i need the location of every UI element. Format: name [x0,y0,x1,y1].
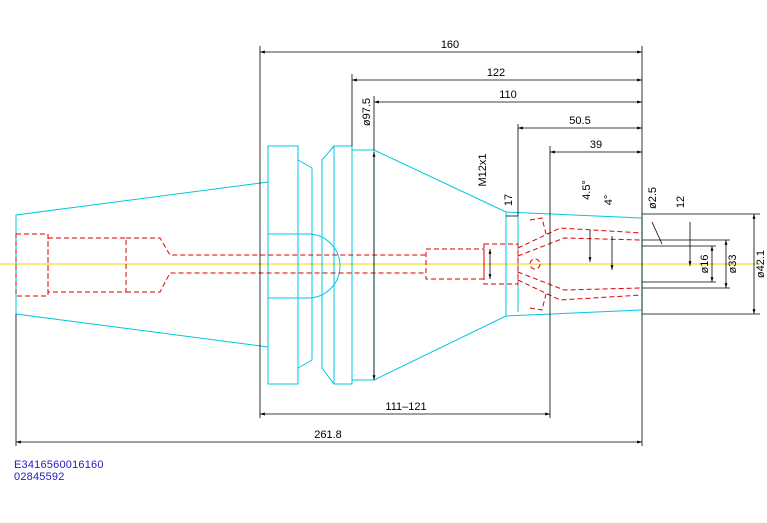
dim-16: ø16 [699,255,711,274]
flange-left [267,145,299,385]
collet-tip-lower [529,293,547,311]
dim-42-1: ø42.1 [755,250,767,278]
bore-step [47,237,127,293]
dim-110: 110 [499,89,517,101]
dim-261-8: 261.8 [314,429,342,441]
flange-ring [351,149,375,381]
collet-upper-2 [517,237,643,257]
flange-right [333,145,353,385]
dim-thread: M12x1 [477,153,489,186]
part-code-2: 02845592 [14,471,65,483]
key-slot [268,233,341,299]
dim-50-5: 50.5 [569,115,590,127]
dim-12: 12 [675,196,687,208]
dim-39: 39 [590,139,602,151]
cone-body [373,149,643,219]
dim-122: 122 [487,67,505,79]
dim-4-5: 4.5° [581,180,593,200]
dim-33: ø33 [727,255,739,274]
holder-outline [15,145,643,385]
collet-lower-2 [517,271,643,291]
hidden-bore [15,217,643,311]
bore-taper-lower [126,272,426,293]
collet-tip-upper [529,217,547,235]
screw-chamber [483,243,519,285]
dim-4: 4° [603,195,615,206]
flange-groove-right [321,145,335,385]
cone-body-lower [373,309,643,381]
center-hole [529,258,541,270]
part-code-1: E3416560016160 [14,459,104,471]
dim-2-5: ø2.5 [647,187,659,209]
flange-groove [297,159,313,369]
dim-97-5: ø97.5 [361,98,373,126]
dimension-lines [15,46,760,446]
pull-stud-bore [15,233,49,297]
taper-shank [15,181,269,348]
dim-111-121: 111–121 [385,401,426,413]
dim-160: 160 [441,39,459,51]
dim-line-2-5 [651,221,663,245]
dim-17: 17 [503,194,515,206]
bore-taper [126,237,426,256]
